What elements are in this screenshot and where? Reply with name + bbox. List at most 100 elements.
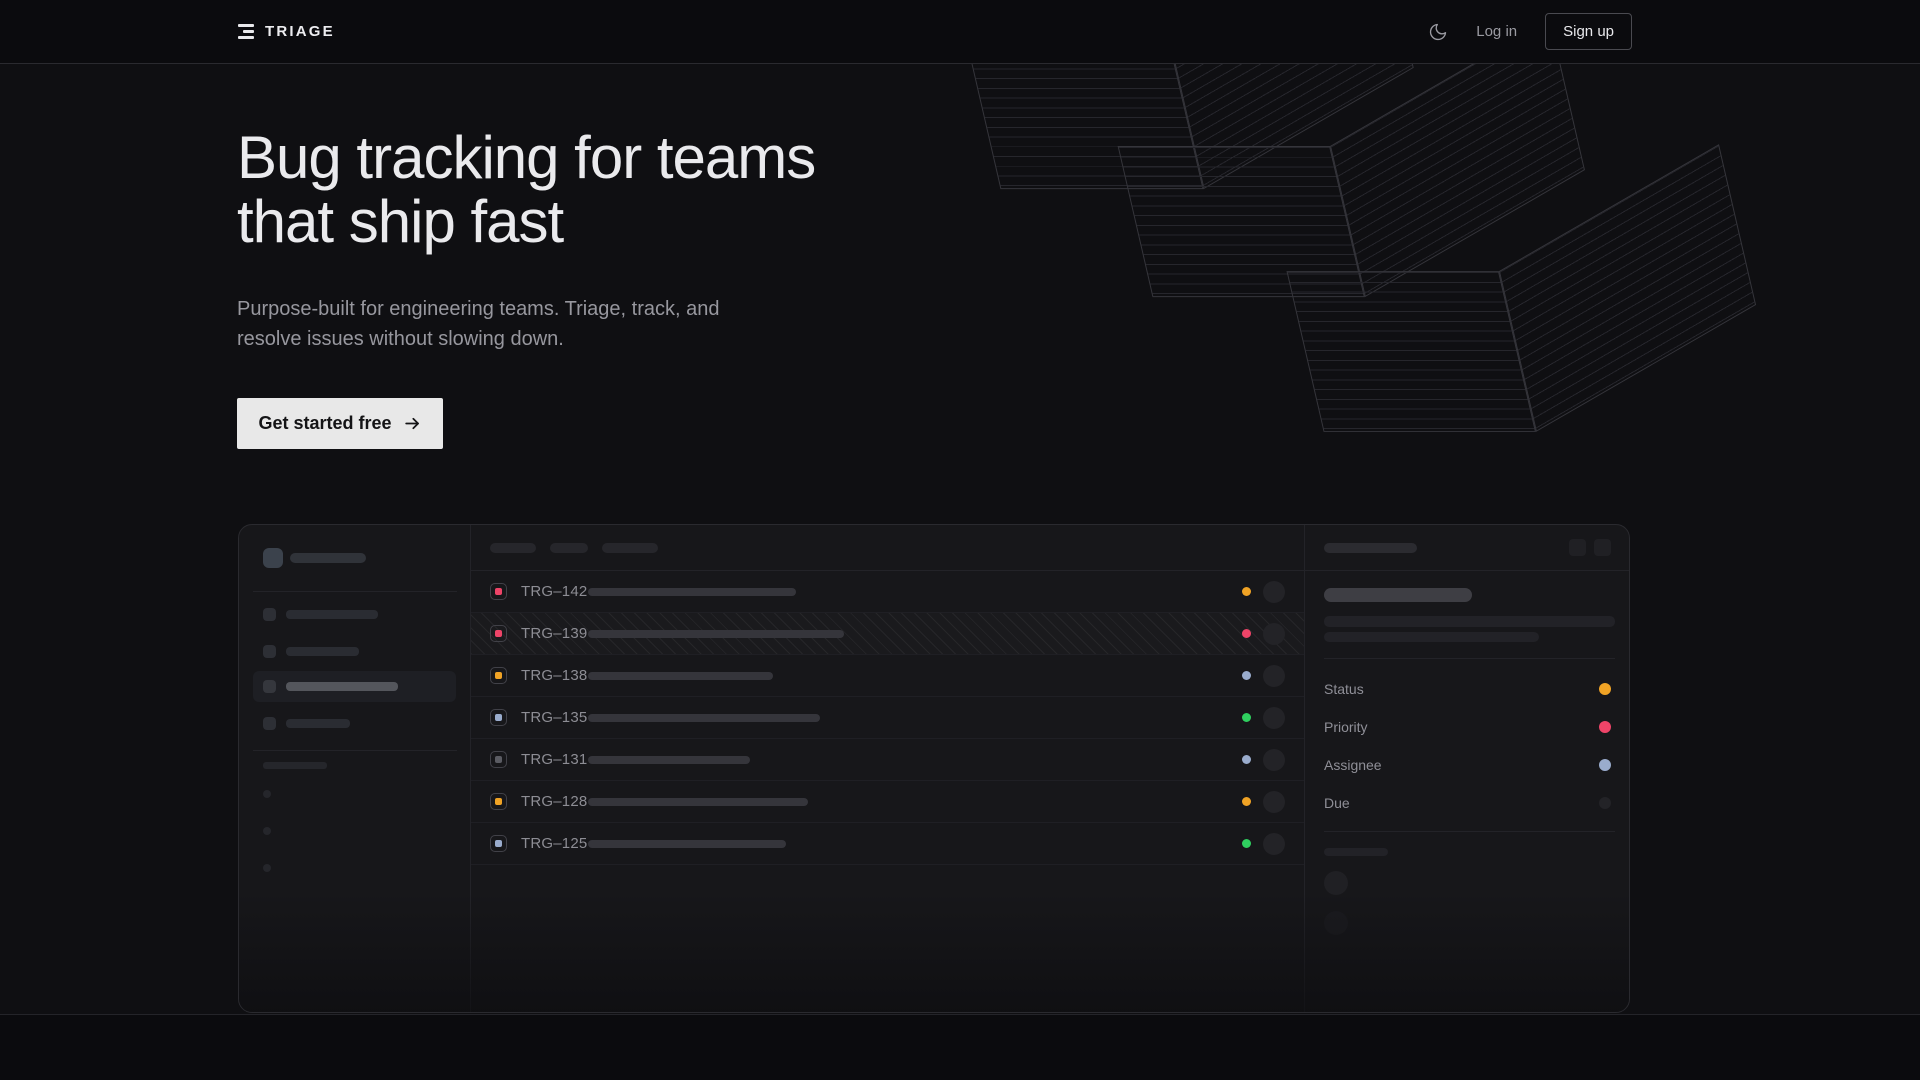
nav-item-label-skeleton — [286, 647, 359, 656]
issue-row[interactable]: TRG–138 — [471, 655, 1304, 697]
property-label: Status — [1324, 681, 1364, 697]
issue-type-icon — [490, 709, 507, 726]
issue-id: TRG–131 — [521, 751, 588, 768]
issue-title-skeleton — [588, 756, 750, 764]
issue-row[interactable]: TRG–131 — [471, 739, 1304, 781]
top-nav: TRIAGE Log in Sign up — [0, 0, 1920, 64]
app-preview-panel: TRG–142 TRG–139 TRG–138 TRG–135 TRG–131 … — [238, 524, 1630, 1013]
sidebar-divider — [253, 750, 457, 751]
issue-type-icon — [490, 667, 507, 684]
property-row[interactable]: Status — [1324, 670, 1615, 708]
workspace-avatar[interactable] — [263, 548, 283, 568]
issue-id: TRG–139 — [521, 625, 588, 642]
issue-title-skeleton — [588, 840, 786, 848]
list-tab-skeleton[interactable] — [602, 543, 658, 553]
issue-row[interactable]: TRG–128 — [471, 781, 1304, 823]
issue-list-pane: TRG–142 TRG–139 TRG–138 TRG–135 TRG–131 … — [471, 525, 1305, 1012]
issue-status-dot — [1242, 839, 1251, 848]
detail-pane: Status Priority Assignee Due — [1305, 525, 1629, 1012]
issue-title-skeleton — [588, 672, 773, 680]
issue-title-skeleton — [588, 630, 844, 638]
property-value-dot — [1599, 683, 1611, 695]
issue-assignee-avatar — [1263, 749, 1285, 771]
detail-header-skeleton — [1324, 543, 1417, 553]
hero-subtitle-line: Purpose-built for engineering teams. Tri… — [237, 294, 719, 324]
get-started-button[interactable]: Get started free — [237, 398, 443, 449]
issue-title-skeleton — [588, 714, 820, 722]
nav-item-icon — [263, 717, 276, 730]
issue-status-dot — [1242, 797, 1251, 806]
sidebar-section-skeleton — [263, 762, 327, 769]
issue-type-icon — [490, 625, 507, 642]
issue-row[interactable]: TRG–142 — [471, 571, 1304, 613]
detail-divider — [1324, 658, 1615, 659]
issue-id: TRG–125 — [521, 835, 588, 852]
theme-toggle-moon-icon[interactable] — [1428, 22, 1448, 42]
property-value-dot — [1599, 797, 1611, 809]
activity-avatar — [1324, 911, 1348, 935]
issue-status-dot — [1242, 755, 1251, 764]
issue-title-skeleton — [588, 588, 796, 596]
list-tab-skeleton[interactable] — [490, 543, 536, 553]
property-label: Assignee — [1324, 757, 1382, 773]
sidebar-nav-item[interactable] — [253, 599, 456, 630]
detail-header-actions — [1569, 539, 1611, 556]
issue-assignee-avatar — [1263, 665, 1285, 687]
issue-status-dot — [1242, 629, 1251, 638]
detail-text-skeleton — [1324, 616, 1615, 627]
issue-list-header — [471, 525, 1304, 571]
detail-action-button[interactable] — [1594, 539, 1611, 556]
activity-avatar — [1324, 871, 1348, 895]
issue-title-skeleton — [588, 798, 808, 806]
sidebar-dot — [263, 864, 271, 872]
nav-actions: Log in Sign up — [1428, 13, 1632, 50]
nav-item-label-skeleton — [286, 719, 350, 728]
triage-logo-icon — [238, 24, 254, 39]
issue-list: TRG–142 TRG–139 TRG–138 TRG–135 TRG–131 … — [471, 571, 1304, 865]
detail-text-skeleton — [1324, 632, 1539, 642]
issue-type-icon — [490, 835, 507, 852]
nav-item-label-skeleton — [286, 610, 378, 619]
property-label: Priority — [1324, 719, 1368, 735]
list-tab-skeleton[interactable] — [550, 543, 588, 553]
login-link[interactable]: Log in — [1476, 23, 1517, 40]
property-list: Status Priority Assignee Due — [1324, 670, 1615, 822]
detail-action-button[interactable] — [1569, 539, 1586, 556]
sidebar-divider — [253, 591, 457, 592]
wireframe-slab-face — [1286, 271, 1536, 432]
issue-row[interactable]: TRG–139 — [471, 613, 1304, 655]
brand[interactable]: TRIAGE — [238, 23, 335, 40]
hero-title: Bug tracking for teams that ship fast — [237, 126, 815, 254]
property-row[interactable]: Due — [1324, 784, 1615, 822]
nav-item-label-skeleton — [286, 682, 398, 691]
mockup-sidebar — [239, 525, 471, 1012]
issue-status-dot — [1242, 671, 1251, 680]
issue-assignee-avatar — [1263, 833, 1285, 855]
detail-pane-header — [1305, 525, 1629, 571]
issue-assignee-avatar — [1263, 623, 1285, 645]
sidebar-nav-item[interactable] — [253, 636, 456, 667]
issue-status-dot — [1242, 587, 1251, 596]
issue-row[interactable]: TRG–125 — [471, 823, 1304, 865]
detail-pane-body: Status Priority Assignee Due — [1305, 571, 1629, 935]
issue-assignee-avatar — [1263, 707, 1285, 729]
issue-assignee-avatar — [1263, 581, 1285, 603]
issue-row[interactable]: TRG–135 — [471, 697, 1304, 739]
hero-subtitle-line: resolve issues without slowing down. — [237, 324, 719, 354]
signup-button[interactable]: Sign up — [1545, 13, 1632, 50]
property-label: Due — [1324, 795, 1350, 811]
brand-name: TRIAGE — [265, 23, 335, 40]
sidebar-nav-item-active[interactable] — [253, 671, 456, 702]
hero-title-line: Bug tracking for teams — [237, 126, 815, 190]
issue-id: TRG–138 — [521, 667, 588, 684]
issue-status-dot — [1242, 713, 1251, 722]
arrow-right-icon — [403, 414, 422, 433]
nav-inner: TRIAGE Log in Sign up — [238, 0, 1632, 63]
property-row[interactable]: Priority — [1324, 708, 1615, 746]
property-value-dot — [1599, 759, 1611, 771]
nav-item-icon — [263, 608, 276, 621]
property-row[interactable]: Assignee — [1324, 746, 1615, 784]
sidebar-nav-item[interactable] — [253, 708, 456, 739]
hero-subtitle: Purpose-built for engineering teams. Tri… — [237, 294, 719, 354]
detail-title-skeleton — [1324, 588, 1472, 602]
